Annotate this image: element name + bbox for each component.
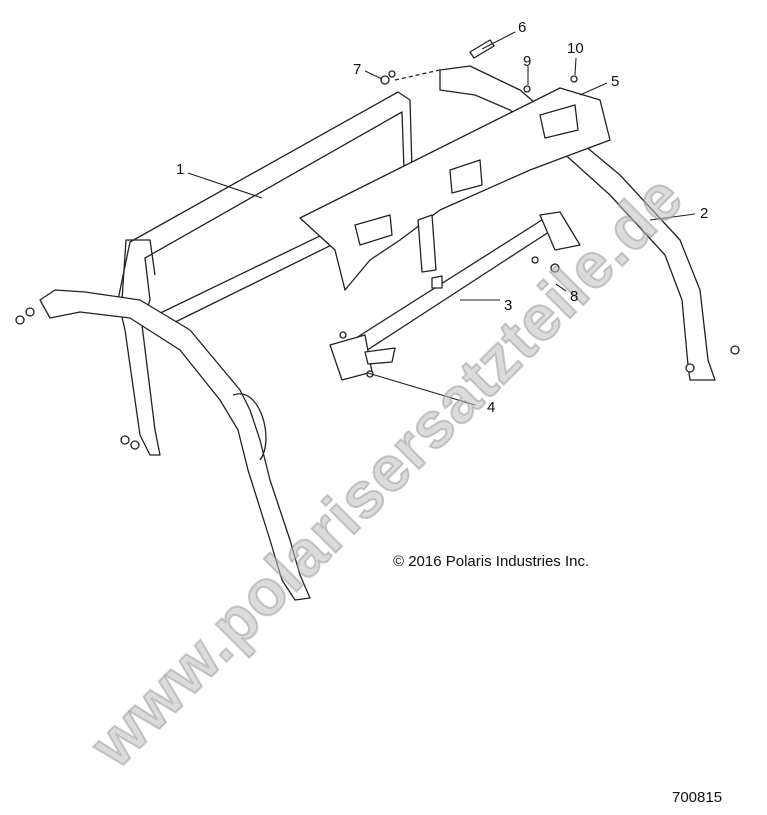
callout-5: 5 [611,73,620,90]
part-2-front-hoop [439,65,716,381]
callout-3: 3 [504,297,513,314]
callout-2: 2 [700,205,709,222]
callout-10: 10 [567,40,584,57]
callout-4: 4 [487,399,496,416]
copyright-notice: © 2016 Polaris Industries Inc. [393,553,590,570]
callout-7: 7 [353,61,362,78]
leader-lines [187,31,696,406]
callout-1: 1 [176,161,185,178]
callout-9: 9 [523,53,532,70]
callout-6: 6 [518,19,527,36]
side-hoop [39,289,311,601]
document-number: 700815 [672,789,723,806]
callout-8: 8 [570,288,579,305]
